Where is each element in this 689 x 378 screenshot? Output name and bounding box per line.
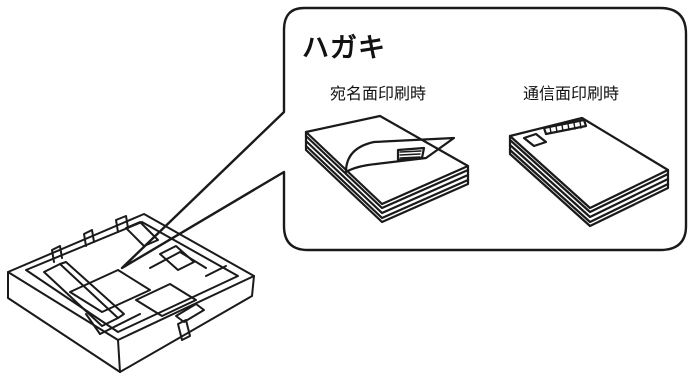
paper-cassette-icon (7, 213, 255, 373)
postcard-stack-message-side-icon (508, 116, 670, 228)
callout-bubble (120, 6, 688, 270)
address-side-label: 宛名面印刷時 (330, 84, 427, 103)
message-side-label: 通信面印刷時 (523, 84, 620, 103)
callout-title: ハガキ (302, 33, 386, 64)
postcard-stack-address-side-icon (304, 114, 470, 224)
